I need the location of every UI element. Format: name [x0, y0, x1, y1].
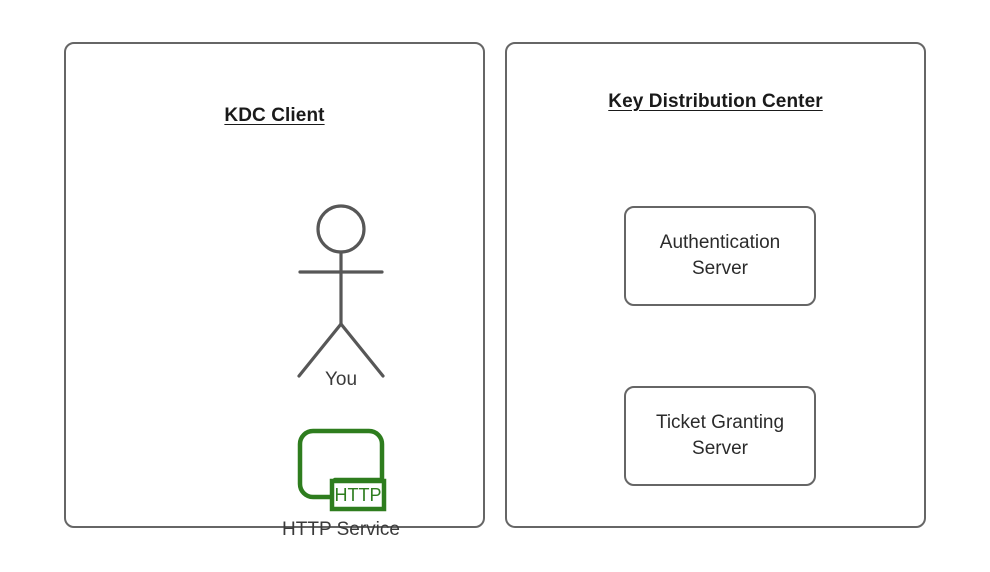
panel-title-key-distribution-center: Key Distribution Center [608, 91, 823, 112]
server-label-line-2: Server [692, 258, 748, 279]
server-label-line-1: Authentication [659, 232, 781, 253]
panel-kdc-client: KDC Client You [64, 42, 485, 540]
http-service-icon: HTTP [291, 422, 391, 514]
http-service-label: HTTP Service [282, 519, 400, 540]
stick-figure-icon [297, 204, 385, 378]
panel-title-kdc-client: KDC Client [224, 105, 325, 126]
server-label-line-1: Ticket Granting [655, 412, 785, 433]
server-label-line-2: Server [692, 438, 748, 459]
http-service-glyph: HTTP [297, 428, 387, 512]
actor-label-you: You [324, 369, 358, 390]
http-badge-text: HTTP [335, 485, 382, 505]
server-box-label: Authentication Server [660, 230, 780, 282]
server-box-authentication-server[interactable]: Authentication Server [624, 206, 816, 306]
server-box-ticket-granting-server[interactable]: Ticket Granting Server [624, 386, 816, 486]
server-box-label: Ticket Granting Server [656, 410, 784, 462]
actor-stick-figure [276, 194, 406, 384]
